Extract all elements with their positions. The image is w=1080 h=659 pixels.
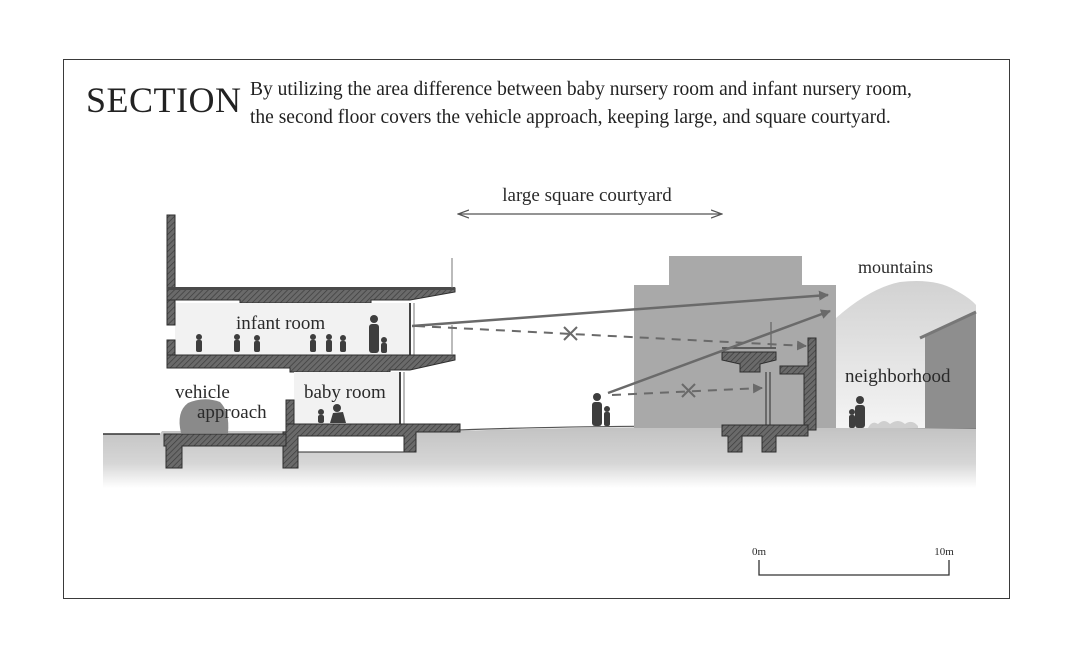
baby-room-people xyxy=(318,404,346,423)
adult-kneeling-figure xyxy=(330,404,346,423)
description-line-1: By utilizing the area difference between… xyxy=(250,79,912,100)
neighborhood-house xyxy=(919,310,977,428)
distant-building xyxy=(634,256,836,428)
child-figure xyxy=(310,334,316,352)
child-figure xyxy=(234,334,240,352)
view-arrow-dashed-upper xyxy=(415,325,807,351)
infant-room-people xyxy=(196,315,387,353)
view-arrow-solid-upper xyxy=(411,290,829,328)
baby-figure xyxy=(318,409,324,423)
child-figure xyxy=(254,335,260,352)
courtyard-wall-section xyxy=(721,322,817,453)
child-figure xyxy=(326,334,332,352)
blocked-view-x-mark xyxy=(563,326,578,341)
scale-bar: 0m 10m xyxy=(752,546,954,576)
label-vehicle-line1: vehicle xyxy=(175,382,230,403)
shrubs xyxy=(868,421,918,428)
view-arrow-solid-lower xyxy=(607,309,831,395)
view-lines xyxy=(411,290,831,398)
courtyard-people xyxy=(592,393,610,426)
adult-figure xyxy=(592,393,602,426)
child-figure xyxy=(340,335,346,352)
label-vehicle-line2: approach xyxy=(197,402,267,423)
section-description: By utilizing the area difference between… xyxy=(250,76,912,132)
child-figure xyxy=(196,334,202,352)
scale-end-label: 10m xyxy=(934,546,954,558)
section-title: SECTION xyxy=(86,80,242,120)
label-mountains: mountains xyxy=(858,257,933,277)
scale-start-label: 0m xyxy=(752,546,767,558)
description-line-2: the second floor covers the vehicle appr… xyxy=(250,107,891,128)
child-figure xyxy=(849,409,855,428)
label-neighborhood: neighborhood xyxy=(845,366,951,387)
blocked-view-x-mark xyxy=(681,383,696,398)
label-courtyard: large square courtyard xyxy=(502,185,672,206)
child-figure xyxy=(381,337,387,353)
label-baby-room: baby room xyxy=(304,382,386,403)
nursery-building xyxy=(163,214,461,469)
label-infant-room: infant room xyxy=(236,313,325,334)
neighborhood-people xyxy=(849,396,865,428)
adult-figure xyxy=(855,396,865,428)
adult-figure xyxy=(369,315,379,353)
child-figure xyxy=(604,406,610,426)
